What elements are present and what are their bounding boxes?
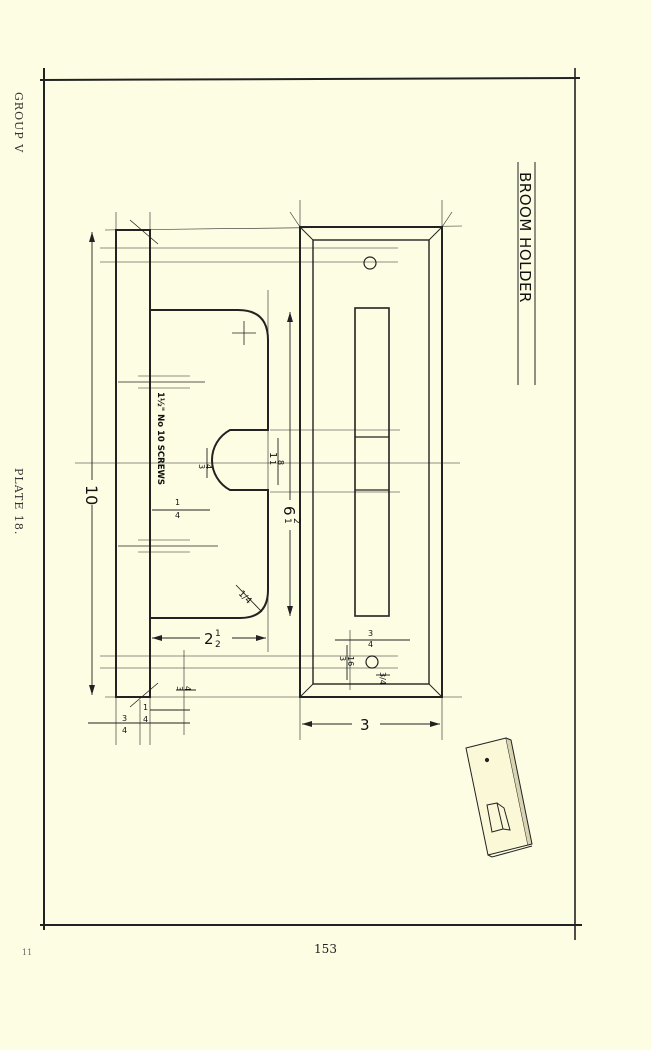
border-frame xyxy=(39,68,582,940)
dim-opening-den: 2 xyxy=(291,518,301,524)
dim-radius: 1/4 xyxy=(236,589,254,607)
dim-depth-whole: 2 xyxy=(204,630,214,648)
dim-back-num: 1 xyxy=(143,703,148,712)
dim-thick-num: 3 xyxy=(122,714,127,723)
dim-hole-num: 3 xyxy=(338,656,347,661)
dim-hole-off-den: 4 xyxy=(368,640,373,649)
dim-edge-den: 4 xyxy=(183,686,192,691)
dim-depth-num: 1 xyxy=(215,629,221,639)
dimension-lines xyxy=(88,232,440,727)
dim-hole-off-num: 3 xyxy=(368,629,373,638)
dim-slot-num: 3 xyxy=(197,464,206,469)
drawing-title: BROOM HOLDER xyxy=(516,172,534,303)
front-view xyxy=(270,200,453,740)
dim-thick-den: 4 xyxy=(122,726,127,735)
dim-length: 10 xyxy=(82,485,101,505)
dim-depth-den: 2 xyxy=(215,640,221,650)
title-block: BROOM HOLDER xyxy=(516,162,536,385)
dim-opening-whole: 6 xyxy=(280,506,298,516)
dim-neck-whole: 1 xyxy=(267,452,278,458)
dim-neck-den: 8 xyxy=(276,460,285,465)
dim-neck-num: 1 xyxy=(268,460,277,465)
dim-opening-num: 1 xyxy=(282,518,292,524)
dim-offset-num: 1 xyxy=(175,498,180,507)
dim-width: 3 xyxy=(360,716,370,734)
dim-back-den: 4 xyxy=(143,715,148,724)
page-number: 153 xyxy=(314,942,337,956)
dim-hole-den: 16 xyxy=(346,656,355,666)
screws-note: 1½" No 10 SCREWS xyxy=(155,392,166,485)
dim-fixed-3-4: 3/4 xyxy=(378,672,387,685)
folio-mark: 11 xyxy=(22,948,33,957)
dim-slot-den: 4 xyxy=(204,464,213,469)
hook-piece xyxy=(75,212,463,745)
pictorial-sketch xyxy=(465,737,533,858)
dim-edge-num: 3 xyxy=(175,686,184,691)
dim-offset-den: 4 xyxy=(175,511,180,520)
